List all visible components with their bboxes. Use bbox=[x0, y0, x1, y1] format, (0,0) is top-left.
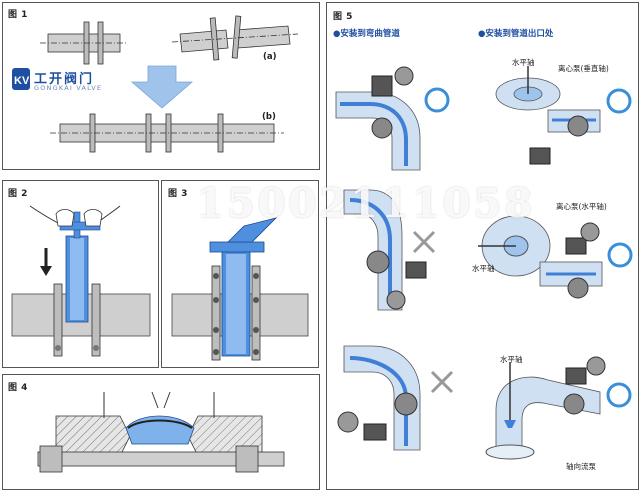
fig5-ann-horizontal-shaft-2: 水平轴 bbox=[500, 355, 523, 364]
fig1a-straight-pipe bbox=[40, 21, 126, 65]
fig1b-aligned-pipe bbox=[50, 113, 284, 153]
fig5-ok-circle-2 bbox=[606, 88, 632, 114]
figure-5-label: 图 5 bbox=[333, 12, 353, 22]
fig5-left-title: ●安装到弯曲管道 bbox=[333, 29, 400, 39]
fig5-case-6-axial-pump bbox=[485, 356, 632, 460]
fig5-ok-circle-4 bbox=[606, 382, 632, 408]
fig5-ann-eccentric-horizontal: 离心泵(水平轴) bbox=[556, 202, 607, 211]
fig5-case-5-elbow-bad bbox=[337, 345, 454, 451]
figure-4-label: 图 4 bbox=[8, 383, 28, 393]
fig5-case-4-pump-horizontal bbox=[478, 215, 633, 299]
fig5-ann-shaft-top: 水平轴 bbox=[512, 58, 535, 67]
fig5-x-mark-2 bbox=[430, 370, 454, 394]
logo-text-cn: 工开阀门 bbox=[34, 72, 95, 87]
logo-mark: KV bbox=[12, 68, 30, 90]
fig5-x-mark-1 bbox=[412, 230, 436, 254]
fig1a-misaligned-pipe bbox=[171, 15, 299, 61]
fig5-ok-circle-3 bbox=[607, 242, 633, 268]
fig5-right-title: ●安装到管道出口处 bbox=[478, 29, 554, 39]
figure-3-label: 图 3 bbox=[168, 189, 188, 199]
fig1-sub-b: (b) bbox=[262, 112, 276, 122]
fig1-down-arrow bbox=[130, 65, 194, 109]
fig5-ann-eccentric-vertical: 离心泵(垂直轴) bbox=[558, 64, 609, 73]
fig5-case-2-pump-vertical bbox=[495, 66, 632, 165]
figure-1-label: 图 1 bbox=[8, 10, 28, 20]
fig5-ann-axial-pump: 轴向流泵 bbox=[566, 462, 596, 471]
fig5-ok-circle-1 bbox=[424, 87, 450, 113]
logo-mark-text: KV bbox=[14, 75, 30, 87]
fig5-case-3-elbow-bad bbox=[343, 189, 436, 311]
fig1-sub-a: (a) bbox=[263, 52, 277, 62]
logo-text-en: GONGKAI VALVE bbox=[34, 84, 103, 92]
watermark-phone: 15002111058 bbox=[196, 180, 536, 227]
fig5-ann-horizontal-shaft: 水平轴 bbox=[472, 264, 495, 273]
figure-2-label: 图 2 bbox=[8, 189, 28, 199]
fig5-case-1-elbow-ok bbox=[335, 66, 450, 171]
